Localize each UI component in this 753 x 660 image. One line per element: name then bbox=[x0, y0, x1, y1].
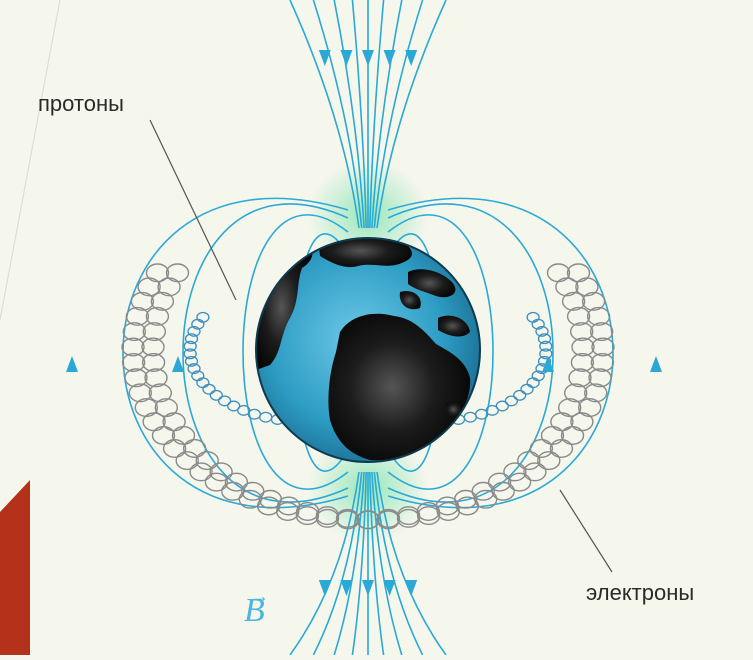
polar-field-line bbox=[312, 471, 363, 656]
field-symbol: B bbox=[244, 592, 265, 629]
polar-field-line bbox=[333, 471, 365, 656]
polar-field-line bbox=[369, 471, 385, 656]
arrowhead-icon bbox=[383, 50, 396, 66]
arrowhead-icon bbox=[542, 356, 554, 372]
side-bar-decoration bbox=[0, 480, 30, 655]
electrons-pointer bbox=[559, 489, 613, 573]
arrowhead-icon bbox=[172, 356, 184, 372]
field-loop bbox=[387, 203, 554, 503]
arrowhead-icon bbox=[362, 50, 374, 66]
arrowhead-icon bbox=[362, 580, 374, 596]
field-loop bbox=[182, 203, 349, 503]
field-loop bbox=[387, 197, 614, 509]
arrowhead-icon bbox=[340, 580, 353, 596]
polar-field-line bbox=[376, 0, 447, 229]
field-lines bbox=[122, 0, 614, 656]
electrons-label: электроны bbox=[586, 580, 695, 605]
field-arrows bbox=[66, 50, 662, 596]
field-loop bbox=[242, 214, 349, 490]
arrowhead-icon bbox=[405, 580, 418, 596]
polar-field-line bbox=[373, 471, 424, 656]
polar-field-line bbox=[371, 471, 403, 656]
arrowhead-icon bbox=[318, 580, 331, 596]
side-diagonal-line bbox=[0, 0, 61, 321]
earth-globe-icon bbox=[255, 237, 481, 463]
polar-field-line bbox=[351, 471, 367, 656]
polar-field-line bbox=[312, 0, 363, 229]
arrowhead-icon bbox=[340, 50, 353, 66]
arrowhead-icon bbox=[405, 50, 418, 66]
protons-label: протоны bbox=[38, 91, 124, 116]
arrowhead-icon bbox=[66, 356, 78, 372]
arrowhead-icon bbox=[383, 580, 396, 596]
field-loop bbox=[122, 197, 349, 509]
arrowhead-icon bbox=[318, 50, 331, 66]
field-loop bbox=[387, 214, 494, 490]
arrowhead-icon bbox=[650, 356, 662, 372]
polar-field-line bbox=[333, 0, 365, 229]
polar-field-line bbox=[289, 0, 360, 229]
polar-field-line bbox=[371, 0, 403, 229]
polar-field-line bbox=[373, 0, 424, 229]
polar-field-line bbox=[351, 0, 367, 229]
magnetic-field-label: B → bbox=[244, 586, 269, 630]
polar-field-line bbox=[289, 471, 360, 656]
protons-pointer bbox=[149, 119, 237, 301]
vector-arrow-icon: → bbox=[251, 586, 269, 606]
polar-field-line bbox=[369, 0, 385, 229]
helix-coil bbox=[141, 263, 615, 530]
polar-field-line bbox=[376, 471, 447, 656]
